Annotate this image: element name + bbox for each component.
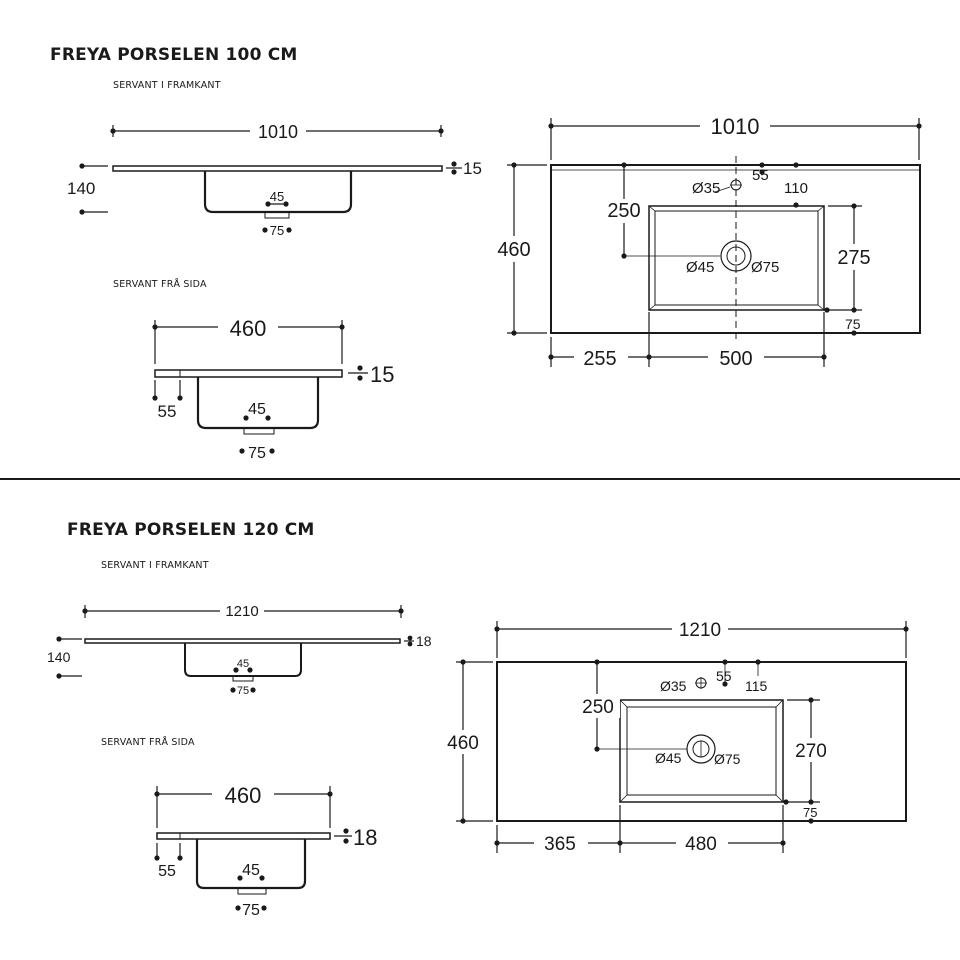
s1-top-depth-label: 460 xyxy=(497,239,530,261)
s1-side-depth-label: 460 xyxy=(230,316,267,341)
s1-top-width-label: 1010 xyxy=(711,114,760,139)
sheet1-front-caption: SERVANT I FRAMKANT xyxy=(113,80,221,91)
s2-top-basin-gap-label: 115 xyxy=(745,678,768,694)
s1-front-height-label: 140 xyxy=(67,179,95,198)
s2-front-thickness-label: 18 xyxy=(416,633,432,649)
s1-top-left-margin-label: 255 xyxy=(583,348,616,370)
s1-front-thickness-label: 15 xyxy=(463,159,482,178)
s2-side-offset-label: 55 xyxy=(158,863,176,880)
s1-front-width-label: 1010 xyxy=(258,122,298,142)
s1-top-drain-outer-label: Ø75 xyxy=(751,259,779,276)
s2-top-drain-outer-label: Ø75 xyxy=(714,751,741,767)
s2-top-tap-to-drain-label: 250 xyxy=(582,697,614,718)
s1-top-tap-offset-label: 55 xyxy=(752,167,769,184)
s2-side-drain-label: 45 xyxy=(242,862,260,879)
s1-top-basin-gap-label: 110 xyxy=(784,180,808,197)
s1-top-tap-to-drain-label: 250 xyxy=(607,200,640,222)
s2-front-width-label: 1210 xyxy=(225,603,258,620)
sheet1-side-caption: SERVANT FRÅ SIDA xyxy=(113,279,207,290)
s1-top-drain-inner-label: Ø45 xyxy=(686,259,714,276)
sheet2-top-view: 1210 Ø35 55 115 Ø45 Ø75 250 460 xyxy=(441,617,909,855)
s1-front-drain-width-label: 75 xyxy=(270,223,284,238)
s2-top-rear-margin-label: 75 xyxy=(803,805,817,820)
s1-top-tap-hole-label: Ø35 xyxy=(692,180,720,197)
sheet1-top-view: 1010 Ø35 55 110 Ø45 Ø75 250 xyxy=(492,112,922,370)
sheet2-front-caption: SERVANT I FRAMKANT xyxy=(101,560,209,571)
s2-top-tap-hole-label: Ø35 xyxy=(660,678,687,694)
s2-top-basin-depth-label: 270 xyxy=(795,741,827,762)
s1-side-offset-label: 55 xyxy=(158,402,177,421)
sheet1-title: FREYA PORSELEN 100 CM xyxy=(50,45,298,65)
s2-top-left-margin-label: 365 xyxy=(544,834,576,855)
s1-front-drain-label: 45 xyxy=(270,189,284,204)
sheet-divider xyxy=(0,478,960,480)
s1-top-basin-width-label: 500 xyxy=(719,348,752,370)
s2-top-tap-offset-label: 55 xyxy=(716,668,732,684)
s1-side-thickness-label: 15 xyxy=(370,362,394,387)
s1-side-drain-width-label: 75 xyxy=(248,445,266,462)
sheet1-side-view: 460 45 75 55 15 xyxy=(152,314,394,462)
sheet2-side-view: 460 45 75 55 18 xyxy=(154,781,377,919)
s2-front-drain-label: 45 xyxy=(237,658,249,670)
s2-top-basin-width-label: 480 xyxy=(685,834,717,855)
s2-top-drain-inner-label: Ø45 xyxy=(655,750,682,766)
s2-side-drain-width-label: 75 xyxy=(242,902,260,919)
sheet2-title: FREYA PORSELEN 120 CM xyxy=(67,520,315,540)
sheet1-front-view: 1010 45 75 15 140 xyxy=(67,120,482,238)
sheet2-front-view: 1210 45 75 18 140 xyxy=(47,602,432,697)
s2-front-height-label: 140 xyxy=(47,649,71,665)
s2-top-depth-label: 460 xyxy=(447,733,479,754)
sheet2-side-caption: SERVANT FRÅ SIDA xyxy=(101,737,195,748)
s2-side-depth-label: 460 xyxy=(225,783,262,808)
s1-top-basin-depth-label: 275 xyxy=(837,247,870,269)
s1-side-drain-label: 45 xyxy=(248,401,266,418)
s2-top-width-label: 1210 xyxy=(679,620,721,641)
s2-side-thickness-label: 18 xyxy=(353,825,377,850)
s1-top-rear-margin-label: 75 xyxy=(845,316,861,332)
s2-front-drain-width-label: 75 xyxy=(237,685,249,697)
